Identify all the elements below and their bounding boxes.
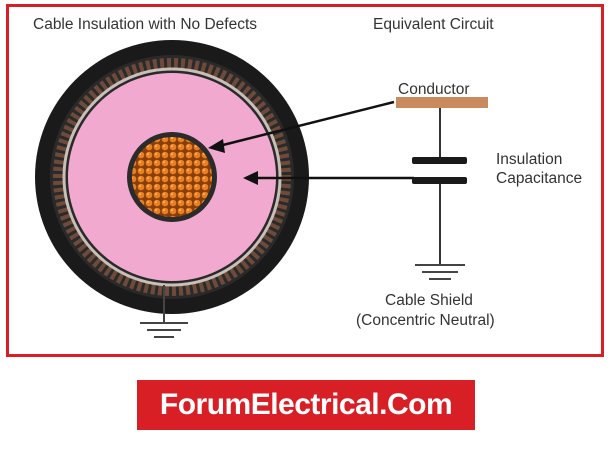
- insulation-arrow: [243, 171, 414, 185]
- cable-diagram: [35, 40, 488, 338]
- banner-text: ForumElectrical.Com: [159, 388, 453, 421]
- ground-symbol-icon: [140, 285, 188, 338]
- diagram-frame: Cable Insulation with No Defects Equival…: [6, 4, 604, 357]
- shield-label-line1: Cable Shield: [385, 292, 473, 309]
- insulation-label-line1: Insulation: [496, 151, 563, 168]
- insulation-label-line2: Capacitance: [496, 170, 583, 187]
- conductor-label: Conductor: [398, 81, 470, 98]
- cable-cross-section: [35, 40, 309, 314]
- shield-label-line2: (Concentric Neutral): [356, 312, 495, 329]
- equivalent-circuit: [396, 97, 488, 280]
- site-banner: ForumElectrical.Com: [137, 380, 475, 430]
- left-title: Cable Insulation with No Defects: [33, 16, 258, 33]
- conductor-bar: [396, 97, 488, 108]
- conductor-arrow: [208, 100, 395, 153]
- capacitor-symbol-icon: [412, 157, 467, 184]
- copper-conductor: [132, 137, 212, 217]
- right-title: Equivalent Circuit: [373, 16, 494, 33]
- ground-symbol-icon: [415, 264, 465, 280]
